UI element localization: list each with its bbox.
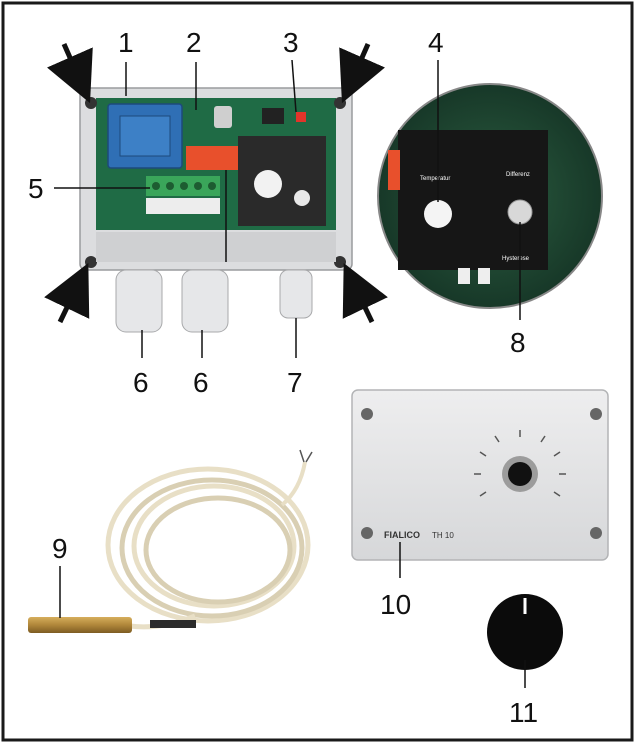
panel-model: TH 10 bbox=[432, 531, 454, 540]
cable-glands bbox=[115, 269, 313, 333]
callout-6a: 6 bbox=[133, 367, 149, 398]
transformer-core bbox=[119, 115, 171, 157]
zoom-bottom-label: Hysterese bbox=[502, 256, 530, 262]
arrow-bottom-right bbox=[342, 262, 388, 324]
zoom-terminal-2 bbox=[478, 268, 490, 284]
corner-screw-tr bbox=[334, 97, 346, 109]
callout-8: 8 bbox=[510, 327, 526, 358]
cable-gland-3 bbox=[279, 269, 313, 319]
terminal-screws bbox=[152, 182, 216, 190]
cable-gland-2 bbox=[181, 269, 229, 333]
terminal-strip-white bbox=[146, 198, 220, 214]
callout-6b: 6 bbox=[193, 367, 209, 398]
panel-screw-tr bbox=[590, 408, 602, 420]
temperature-knob bbox=[424, 200, 452, 228]
knob-body bbox=[487, 594, 563, 670]
callout-4: 4 bbox=[428, 27, 444, 58]
panel-brand: FIALICO bbox=[384, 530, 420, 540]
arrow-top-right bbox=[339, 42, 385, 104]
scale-ticks bbox=[474, 430, 566, 497]
panel-screw-bl bbox=[361, 527, 373, 539]
callout-9: 9 bbox=[52, 533, 68, 564]
zoom-knob-label: Temperatur bbox=[420, 176, 450, 182]
callout-3: 3 bbox=[283, 27, 299, 58]
corner-arrows bbox=[44, 42, 388, 324]
probe-cable-band bbox=[150, 620, 196, 628]
coiled-cable bbox=[105, 466, 311, 624]
panel-knob bbox=[508, 462, 532, 486]
relay bbox=[186, 146, 242, 170]
panel-housing bbox=[351, 389, 609, 561]
callout-7: 7 bbox=[287, 367, 303, 398]
zoom-module-panel bbox=[398, 130, 548, 270]
remote-control-panel: FIALICO TH 10 bbox=[351, 389, 609, 561]
housing-lower-compartment bbox=[96, 232, 336, 262]
corner-screw-bl bbox=[85, 256, 97, 268]
board-zoom-inset: Temperatur Differenz Hysterese bbox=[377, 83, 603, 309]
arrow-top-left bbox=[47, 42, 93, 104]
differential-pot bbox=[507, 199, 533, 225]
capacitor bbox=[214, 106, 232, 128]
led-red bbox=[296, 112, 306, 122]
fuse bbox=[262, 108, 284, 124]
panel-screw-tl bbox=[361, 408, 373, 420]
temperature-probe-sensor bbox=[28, 449, 313, 633]
callout-labels: 1 2 3 4 5 6 6 7 8 9 10 11 bbox=[28, 27, 538, 728]
wire-end-2 bbox=[305, 451, 313, 463]
cable-gland-1 bbox=[115, 269, 163, 333]
rotary-knob bbox=[487, 594, 563, 670]
probe-sleeve bbox=[28, 617, 132, 633]
zoom-relay-strip bbox=[388, 150, 400, 190]
callout-10: 10 bbox=[380, 589, 411, 620]
arrow-bottom-left bbox=[44, 262, 90, 324]
control-module bbox=[238, 136, 326, 226]
callout-5: 5 bbox=[28, 173, 44, 204]
corner-screw-tl bbox=[85, 97, 97, 109]
zoom-right-label: Differenz bbox=[506, 172, 530, 178]
cable-tail bbox=[280, 461, 307, 507]
controller-housing bbox=[79, 87, 353, 271]
callout-11: 11 bbox=[509, 697, 538, 728]
leader-lines bbox=[54, 59, 526, 688]
wire-end-1 bbox=[299, 449, 305, 463]
zoom-terminal-1 bbox=[458, 268, 470, 284]
panel-screw-br bbox=[590, 527, 602, 539]
module-pot bbox=[294, 190, 310, 206]
module-knob bbox=[254, 170, 282, 198]
callout-1: 1 bbox=[118, 27, 134, 58]
leader-3 bbox=[291, 59, 297, 113]
callout-2: 2 bbox=[186, 27, 202, 58]
